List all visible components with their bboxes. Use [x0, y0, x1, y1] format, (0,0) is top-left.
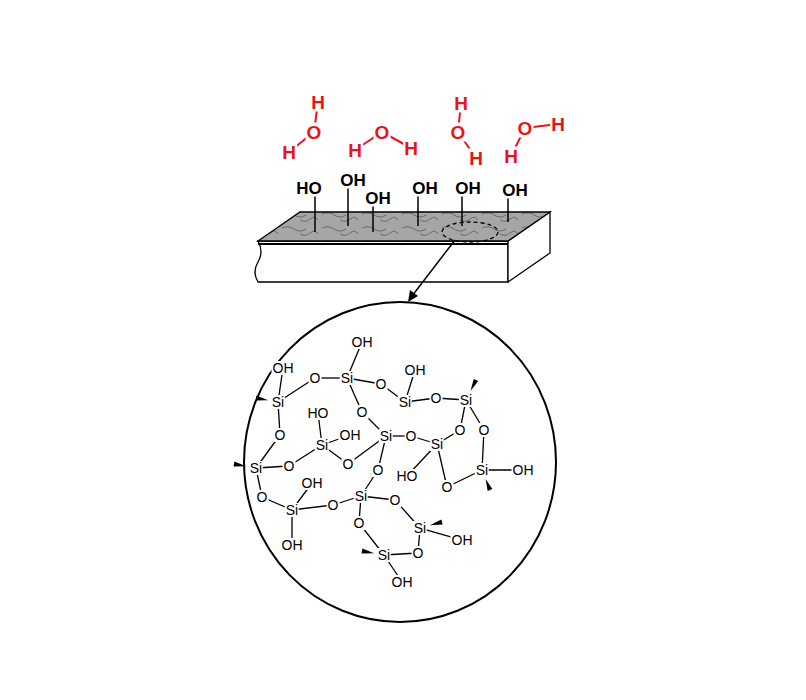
water-atom: O: [450, 123, 467, 142]
wedge-bond: [234, 462, 247, 467]
surface-hydroxyl: OH: [364, 190, 392, 207]
water-atom: H: [403, 139, 419, 158]
atom-label: O: [389, 493, 402, 507]
atom-label: O: [353, 516, 366, 530]
atom-label: O: [454, 423, 467, 437]
atom-label: HO: [307, 406, 330, 420]
water-atom: H: [310, 93, 326, 112]
atom-label: Si: [340, 371, 354, 385]
atom-label: OH: [281, 538, 304, 552]
atom-label: O: [375, 377, 388, 391]
zoom-arrow: [412, 240, 455, 296]
atom-label: OH: [301, 476, 324, 490]
wedge-bonds: [234, 379, 493, 554]
atom-label: Si: [459, 393, 473, 407]
atom-label: O: [430, 391, 443, 405]
water-atom: H: [281, 143, 297, 162]
atom-label: O: [274, 428, 287, 442]
atom-label: HO: [396, 469, 419, 483]
atom-label: Si: [398, 395, 412, 409]
atom-label: OH: [272, 361, 295, 375]
slab: [255, 212, 550, 282]
water-atom: H: [453, 94, 469, 113]
atom-label: OH: [512, 463, 535, 477]
atom-label: OH: [451, 533, 474, 547]
atom-label: Si: [430, 437, 444, 451]
atom-label: O: [405, 429, 418, 443]
atom-label: O: [342, 457, 355, 471]
atom-label: O: [478, 423, 491, 437]
atom-label: O: [441, 480, 454, 494]
water-atom: O: [517, 119, 534, 138]
atom-label: Si: [315, 438, 329, 452]
zoom-circle: [244, 302, 556, 622]
arrow-head: [408, 290, 418, 302]
atom-label: Si: [379, 429, 393, 443]
atom-label: OH: [339, 428, 362, 442]
atom-label: OH: [351, 335, 374, 349]
atom-label: Si: [354, 489, 368, 503]
atom-label: Si: [413, 521, 427, 535]
atom-label: Si: [377, 548, 391, 562]
atom-label: O: [372, 463, 385, 477]
atom-label: O: [412, 546, 425, 560]
surface-hydroxyl: HO: [295, 180, 323, 197]
water-atom: H: [550, 115, 566, 134]
water-atom: H: [468, 149, 484, 168]
water-atom: O: [306, 123, 323, 142]
surface-hydroxyl: OH: [501, 182, 529, 199]
zoom-marker: [442, 222, 498, 242]
atom-label: OH: [391, 575, 414, 589]
water-atom: H: [347, 141, 363, 160]
atom-label: Si: [285, 503, 299, 517]
surface-hydroxyl: OH: [454, 180, 482, 197]
atom-label: Si: [475, 463, 489, 477]
atom-label: O: [309, 371, 322, 385]
wedge-bond: [256, 396, 269, 401]
atom-label: O: [356, 405, 369, 419]
atom-label: O: [283, 459, 296, 473]
water-atom: O: [374, 123, 391, 142]
wedge-bond: [486, 479, 493, 491]
atom-label: O: [327, 498, 340, 512]
wedge-bond: [362, 549, 375, 554]
atom-label: O: [256, 490, 269, 504]
atom-label: Si: [249, 461, 263, 475]
water-atom: H: [503, 147, 519, 166]
surface-hydroxyl: OH: [339, 172, 367, 189]
bonds: [256, 102, 558, 582]
atom-label: Si: [271, 395, 285, 409]
wedge-bond: [430, 520, 443, 526]
surface-hydroxyl: OH: [411, 180, 439, 197]
wedge-bond: [471, 379, 479, 391]
atom-label: OH: [404, 363, 427, 377]
